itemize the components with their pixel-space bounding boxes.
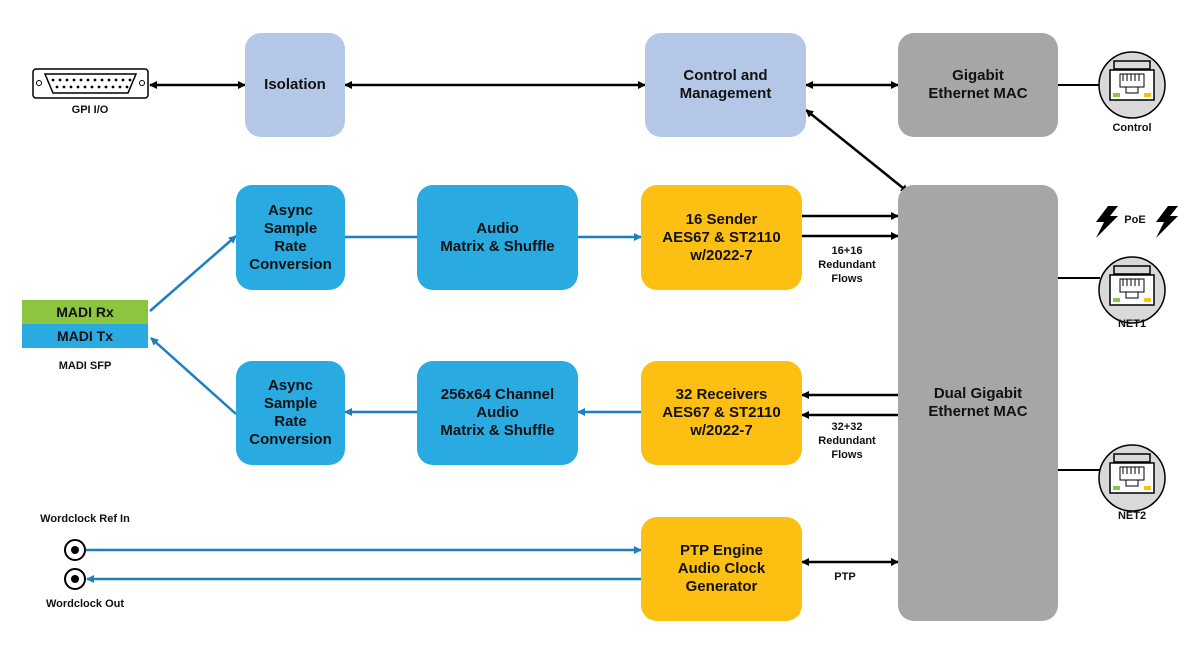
audio-matrix-top-block: Audio Matrix & Shuffle <box>417 185 578 290</box>
rx-flows-label: 32+32 Redundant Flows <box>818 421 876 461</box>
gpi-label: GPI I/O <box>71 104 109 116</box>
net1-jack-icon <box>1098 256 1166 324</box>
wire-control-dualmac <box>805 109 909 193</box>
wordclock-ref-in-label: Wordclock Ref In <box>40 513 130 525</box>
madi-sfp-label: MADI SFP <box>58 360 112 372</box>
gigabit-mac-block: Gigabit Ethernet MAC <box>898 33 1058 137</box>
control-port-label: Control <box>1112 122 1152 134</box>
src-top-block: Async Sample Rate Conversion <box>236 185 345 290</box>
net2-port-label: NET2 <box>1117 510 1147 522</box>
net2-jack-icon <box>1098 444 1166 512</box>
wire-madi-src-top <box>149 235 237 312</box>
tx-flows-label: 16+16 Redundant Flows <box>818 245 876 285</box>
net1-port-label: NET1 <box>1117 318 1147 330</box>
wordclock-out-connector-icon <box>64 568 86 590</box>
madi-tx-port: MADI Tx <box>22 324 148 348</box>
control-jack-icon <box>1098 51 1166 119</box>
poe-label: PoE <box>1124 214 1146 226</box>
wordclock-out-label: Wordclock Out <box>45 598 125 610</box>
receivers-block: 32 Receivers AES67 & ST2110 w/2022-7 <box>641 361 802 465</box>
isolation-block: Isolation <box>245 33 345 137</box>
ptp-label: PTP <box>834 571 856 583</box>
lightning-bolt-right-icon <box>1156 206 1178 238</box>
wire-src-bottom-madi <box>150 337 237 415</box>
gpi-connector-icon <box>32 68 149 99</box>
src-bottom-block: Async Sample Rate Conversion <box>236 361 345 465</box>
ptp-engine-block: PTP Engine Audio Clock Generator <box>641 517 802 621</box>
audio-matrix-bottom-block: 256x64 Channel Audio Matrix & Shuffle <box>417 361 578 465</box>
wordclock-in-connector-icon <box>64 539 86 561</box>
sender-block: 16 Sender AES67 & ST2110 w/2022-7 <box>641 185 802 290</box>
madi-rx-port: MADI Rx <box>22 300 148 324</box>
lightning-bolt-left-icon <box>1096 206 1118 238</box>
control-management-block: Control and Management <box>645 33 806 137</box>
dual-gigabit-mac-block: Dual Gigabit Ethernet MAC <box>898 185 1058 621</box>
